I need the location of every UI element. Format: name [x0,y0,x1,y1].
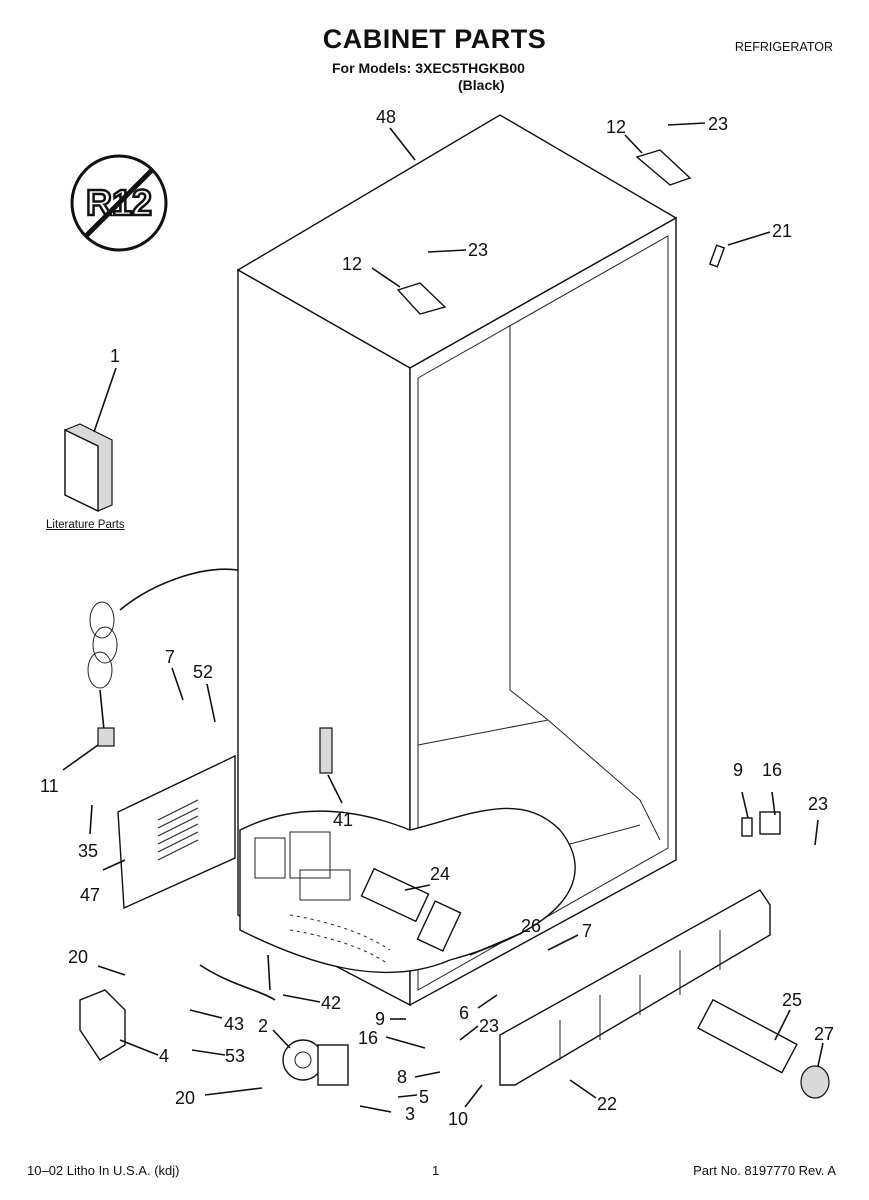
callout-53: 53 [225,1046,245,1066]
leader-lines [62,122,824,1113]
callout-12-right: 12 [606,117,626,137]
callout-2: 2 [258,1016,268,1036]
stop-part-21[interactable] [708,244,726,268]
callout-1: 1 [110,346,120,366]
callout-9-right: 9 [733,760,743,780]
water-filter[interactable] [697,998,798,1074]
models-line: For Models: 3XEC5THGKB00 [332,60,525,76]
no-r12-icon: R12 [70,154,168,252]
callout-47: 47 [80,885,100,905]
access-panel[interactable] [117,754,236,910]
callout-23-right: 23 [808,794,828,814]
callout-20-bottom: 20 [175,1088,195,1108]
callout-11: 11 [40,776,59,796]
callout-27: 27 [814,1024,834,1044]
top-hinge-left[interactable] [396,282,447,315]
callout-7-right: 7 [582,921,592,941]
callout-25: 25 [782,990,802,1010]
category-label: REFRIGERATOR [734,40,833,54]
callout-52: 52 [193,662,213,682]
callout-42: 42 [321,993,341,1013]
callout-35: 35 [78,841,98,861]
callout-20-top: 20 [68,947,88,967]
filter-cap[interactable] [800,1065,830,1099]
hose-41[interactable] [319,727,333,774]
callout-48: 48 [376,107,396,127]
callout-22: 22 [597,1094,617,1114]
literature-parts-label: Literature Parts [46,519,125,531]
top-hinge-right[interactable] [635,149,692,186]
callout-10: 10 [448,1109,468,1129]
callout-21: 21 [772,221,792,241]
callout-6: 6 [459,1003,469,1023]
callout-3: 3 [405,1104,415,1124]
callout-24: 24 [430,864,450,884]
power-cord[interactable] [87,568,239,747]
page-number: 1 [432,1163,440,1178]
filter-housing[interactable] [360,867,462,952]
callout-4: 4 [159,1046,169,1066]
callout-23-top: 23 [708,114,728,134]
bracket-part-4[interactable] [79,989,126,1061]
callout-16-left: 16 [358,1028,378,1048]
callout-8: 8 [397,1067,407,1087]
callout-26: 26 [521,916,541,936]
callout-12-left: 12 [342,254,362,274]
footer-litho: 10–02 Litho In U.S.A. (kdj) [27,1163,180,1178]
callout-23-mid: 23 [468,240,488,260]
bottom-hinge-right[interactable] [741,811,781,837]
page-title: CABINET PARTS [322,24,547,54]
literature-booklet[interactable] [64,423,113,513]
callout-5: 5 [419,1087,429,1107]
callout-16-right: 16 [762,760,782,780]
callout-43: 43 [224,1014,244,1034]
callout-23-bottom: 23 [479,1016,499,1036]
part-number: Part No. 8197770 Rev. A [693,1163,836,1178]
water-valve-assembly[interactable] [282,1039,349,1086]
callout-labels: 48 1 12 23 21 12 23 7 52 11 35 47 41 9 1… [40,107,834,1129]
base-grille[interactable] [499,889,771,1086]
callout-9-left: 9 [375,1009,385,1029]
callout-7-left: 7 [165,647,175,667]
tube-42[interactable] [199,954,276,1001]
callout-41: 41 [333,810,353,830]
color-line: (Black) [458,77,505,93]
